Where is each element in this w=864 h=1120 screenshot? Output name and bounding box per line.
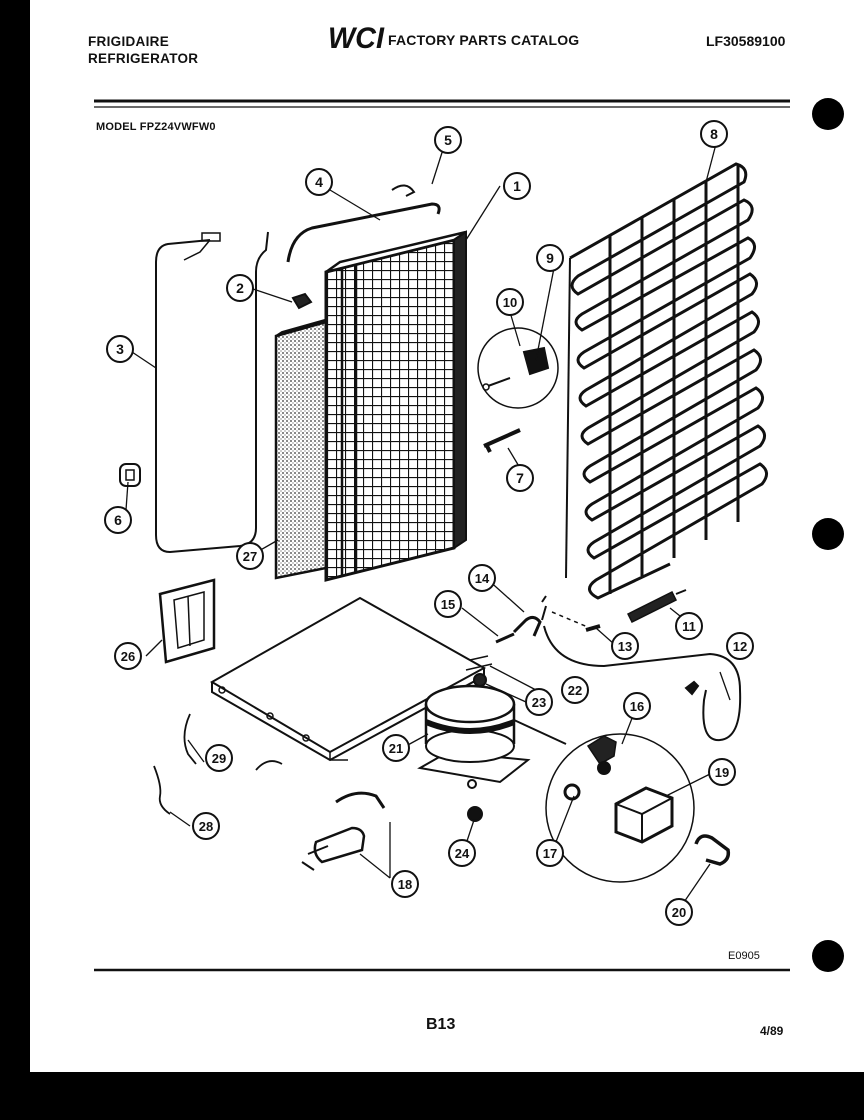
callout-21: 21 [382,734,410,762]
callout-8: 8 [700,120,728,148]
callout-1: 1 [503,172,531,200]
callout-18: 18 [391,870,419,898]
part-18-capacitor [301,791,386,871]
callout-24: 24 [448,839,476,867]
page-number: B13 [426,1016,456,1033]
model-label: MODEL FPZ24VWFW0 [96,121,216,133]
callout-23: 23 [525,688,553,716]
wci-logo: WCI [328,22,385,52]
callout-text-28: 28 [199,819,213,834]
callout-14: 14 [468,564,496,592]
callout-6: 6 [104,506,132,534]
callout-text-11: 11 [682,619,696,634]
callout-22: 22 [561,676,589,704]
base-plate [210,596,487,762]
callout-4: 4 [305,168,333,196]
callout-27: 27 [236,542,264,570]
revision-date: 4/89 [760,1024,784,1038]
part-2-clip [291,292,313,310]
callout-text-14: 14 [475,571,490,586]
callout-text-8: 8 [710,126,718,142]
callout-text-13: 13 [618,639,632,654]
callout-text-24: 24 [455,846,470,861]
callout-text-6: 6 [114,512,122,528]
callout-10: 10 [496,288,524,316]
small-wire-clip [255,760,283,771]
part-21-compressor [417,684,567,789]
callout-20: 20 [665,898,693,926]
callout-text-12: 12 [733,639,747,654]
drawing-code: E0905 [728,950,760,962]
callout-29: 29 [205,744,233,772]
catalog-title: FACTORY PARTS CATALOG [388,32,580,48]
callout-text-19: 19 [715,765,729,780]
callout-7: 7 [506,464,534,492]
callout-text-4: 4 [315,174,323,190]
detail-circle-16-19 [545,733,695,883]
part-1-evaporator [324,230,467,582]
part-20-clip [694,834,731,866]
callout-text-29: 29 [212,751,226,766]
binder-hole-middle [812,518,844,550]
exploded-parts-diagram: 1234567891011121314151617181920212223242… [94,99,790,972]
brand-block: FRIGIDAIRE REFRIGERATOR [88,33,198,67]
callout-text-17: 17 [543,846,557,861]
callout-text-16: 16 [630,699,644,714]
brand-name: FRIGIDAIRE [88,34,170,49]
callout-5: 5 [434,126,462,154]
part-11-drier [626,589,687,624]
callout-text-18: 18 [398,877,412,892]
part-5-clip [391,184,416,197]
callout-text-5: 5 [444,132,452,148]
logo-text: WCI [328,22,385,52]
part-27-filter-pad [274,317,333,580]
callout-text-22: 22 [568,683,582,698]
part-26-bracket [158,578,216,664]
product-type: REFRIGERATOR [88,51,199,66]
binder-hole-bottom [812,940,844,972]
callout-text-7: 7 [516,470,524,486]
part-4-tube [286,202,441,263]
callout-text-21: 21 [389,741,403,756]
callout-text-3: 3 [116,341,124,357]
callout-text-23: 23 [532,695,546,710]
part-6-connector [119,463,141,487]
part-12-plug [684,680,700,696]
part-8-condenser [565,162,768,600]
header-rules [94,99,790,108]
callout-28: 28 [192,812,220,840]
callout-12: 12 [726,632,754,660]
callout-17: 17 [536,839,564,867]
callout-15: 15 [434,590,462,618]
callout-text-27: 27 [243,549,257,564]
callout-2: 2 [226,274,254,302]
binder-hole-top [812,98,844,130]
callout-text-1: 1 [513,178,521,194]
detail-circle-9-10 [477,327,559,409]
part-28-wire [153,765,171,815]
callout-text-26: 26 [121,649,135,664]
callout-text-15: 15 [441,597,455,612]
callout-3: 3 [106,335,134,363]
callout-text-20: 20 [672,905,686,920]
callout-13: 13 [611,632,639,660]
callout-11: 11 [675,612,703,640]
callout-16: 16 [623,692,651,720]
catalog-page: FRIGIDAIRE REFRIGERATOR WCI FACTORY PART… [30,0,864,1072]
part-7-screw [483,428,521,453]
callout-text-2: 2 [236,280,244,296]
part-number: LF30589100 [706,33,786,49]
callout-26: 26 [114,642,142,670]
part-3-heater-loop [155,231,269,554]
part-24-grommet [467,806,483,822]
callout-19: 19 [708,758,736,786]
part-13-15-fasteners [495,595,601,644]
part-29-wire [183,713,197,765]
part-12-wire [543,625,742,742]
callout-text-9: 9 [546,250,554,266]
callout-labels: 1234567891011121314151617181920212223242… [104,120,754,926]
callout-text-10: 10 [503,295,517,310]
callout-9: 9 [536,244,564,272]
